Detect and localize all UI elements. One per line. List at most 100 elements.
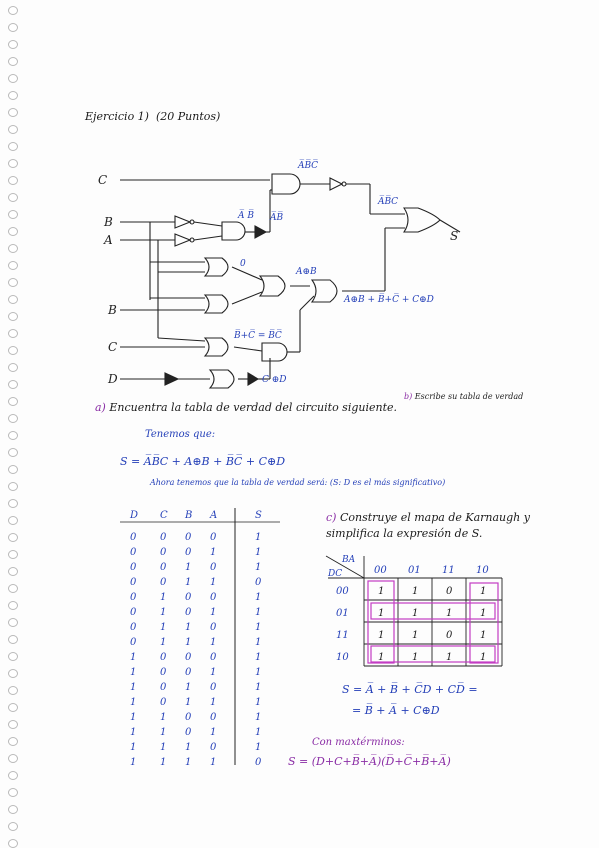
truth-table-cell: 1	[130, 727, 136, 738]
truth-table-cell: 1	[130, 712, 136, 723]
part-c-line1: c) Construye el mapa de Karnaugh y	[326, 511, 530, 524]
kmap-row-header: 01	[336, 608, 349, 619]
binding-ring	[8, 142, 18, 151]
exercise-title: Ejercicio 1) (20 Puntos)	[85, 110, 220, 123]
kmap-corner-bottom: DC	[327, 569, 342, 579]
binding-ring	[8, 159, 18, 168]
binding-ring	[8, 414, 18, 423]
binding-ring	[8, 737, 18, 746]
maxterm-label: Con maxtérminos:	[312, 737, 405, 748]
truth-table-cell: 1	[210, 547, 216, 558]
part-a: a) Encuentra la tabla de verdad del circ…	[95, 401, 397, 414]
truth-table-cell: 1	[185, 697, 191, 708]
input-label-c: C	[98, 173, 107, 187]
binding-ring	[8, 295, 18, 304]
truth-table-cell: 1	[160, 637, 166, 648]
truth-table-cell: 0	[130, 592, 137, 603]
binding-ring	[8, 397, 18, 406]
input-label-d: D	[107, 372, 118, 386]
binding-ring	[8, 108, 18, 117]
label-nand-abc: A̅B̅C̅	[297, 159, 318, 171]
label-bc-expr: B̅+C̅ = B̅C̅	[233, 329, 282, 341]
binding-ring	[8, 40, 18, 49]
part-c-label: c)	[326, 511, 337, 524]
binding-ring	[8, 771, 18, 780]
binding-ring	[8, 465, 18, 474]
part-c-line2: simplifica la expresión de S.	[326, 527, 483, 540]
kmap-cell: 1	[480, 608, 486, 619]
kmap-col-header: 01	[408, 565, 421, 576]
truth-table-cell: 1	[255, 712, 261, 723]
truth-table-cell: 0	[210, 562, 217, 573]
simplified-line2: = B̅ + A̅ + C⊕D	[352, 704, 440, 717]
truth-table-cell: 0	[210, 532, 217, 543]
truth-table-cell: 1	[130, 757, 136, 768]
binding-ring	[8, 125, 18, 134]
binding-ring	[8, 261, 18, 270]
binding-ring	[8, 584, 18, 593]
truth-table-cell: 0	[210, 712, 217, 723]
label-not-a: A̅B̅	[269, 211, 283, 223]
part-b: b) Escribe su tabla de verdad	[404, 392, 523, 401]
truth-table-cell: 0	[160, 562, 167, 573]
binding-ring	[8, 703, 18, 712]
part-a-text: Encuentra la tabla de verdad del circuit…	[109, 401, 398, 414]
kmap-cell: 1	[378, 608, 384, 619]
title-text: Ejercicio 1)	[85, 110, 149, 123]
truth-table-cell: 0	[130, 532, 137, 543]
kmap-row-header: 11	[336, 630, 349, 641]
truth-table-cell: 0	[255, 757, 262, 768]
truth-table-cell: 0	[130, 637, 137, 648]
part-a-label: a)	[95, 401, 106, 414]
input-label-b2: B	[107, 303, 117, 317]
kmap-row-header: 00	[336, 586, 349, 597]
truth-table-cell: 1	[185, 757, 191, 768]
kmap-cell: 0	[446, 586, 453, 597]
truth-table-cell: 0	[210, 742, 217, 753]
binding-ring	[8, 720, 18, 729]
truth-table-cell: 1	[160, 712, 166, 723]
kmap-cell: 0	[446, 630, 453, 641]
input-label-b: B	[103, 215, 113, 229]
binding-ring	[8, 57, 18, 66]
truth-table-cell: 0	[185, 607, 192, 618]
kmap-cell: 1	[412, 608, 418, 619]
kmap-cell: 1	[446, 652, 452, 663]
truth-table-cell: 1	[255, 742, 261, 753]
binding-ring	[8, 482, 18, 491]
binding-ring	[8, 618, 18, 627]
input-label-c2: C	[108, 340, 117, 354]
label-not-b: A̅ B̅	[237, 209, 254, 221]
truth-table-cell: 0	[160, 547, 167, 558]
truth-table-cell: 1	[210, 727, 216, 738]
binding-ring	[8, 227, 18, 236]
truth-table-cell: 1	[160, 757, 166, 768]
truth-table-cell: 1	[255, 652, 261, 663]
binding-ring	[8, 278, 18, 287]
truth-table-cell: 0	[130, 622, 137, 633]
truth-table-cell: 0	[185, 712, 192, 723]
binding-ring	[8, 448, 18, 457]
truth-table-cell: 1	[185, 577, 191, 588]
truth-table-cell: 1	[210, 757, 216, 768]
truth-table-cell: 1	[185, 742, 191, 753]
maxterm-expression: S = (D+C+B̅+A̅)(D̅+C̅+B̅+A̅)	[288, 755, 451, 768]
logic-circuit: C B A B C D S A̅B̅C̅ A̅ B̅ A̅B̅ A̅B̅C 0 …	[98, 159, 461, 389]
truth-table-cell: 1	[185, 637, 191, 648]
truth-table-cell: 0	[185, 592, 192, 603]
binding-ring	[8, 550, 18, 559]
truth-table-cell: 0	[210, 652, 217, 663]
truth-table-cell: 1	[255, 697, 261, 708]
binding-ring	[8, 567, 18, 576]
kmap-cell: 1	[378, 630, 384, 641]
kmap-cell: 1	[480, 630, 486, 641]
truth-table-cell: 1	[255, 592, 261, 603]
truth-table-cell: 0	[185, 652, 192, 663]
truth-table-cell: 1	[160, 742, 166, 753]
kmap-row-header: 10	[336, 652, 349, 663]
truth-table-cell: 1	[160, 622, 166, 633]
truth-table-cell: 1	[255, 562, 261, 573]
kmap-cell: 1	[412, 652, 418, 663]
binding-ring	[8, 23, 18, 32]
